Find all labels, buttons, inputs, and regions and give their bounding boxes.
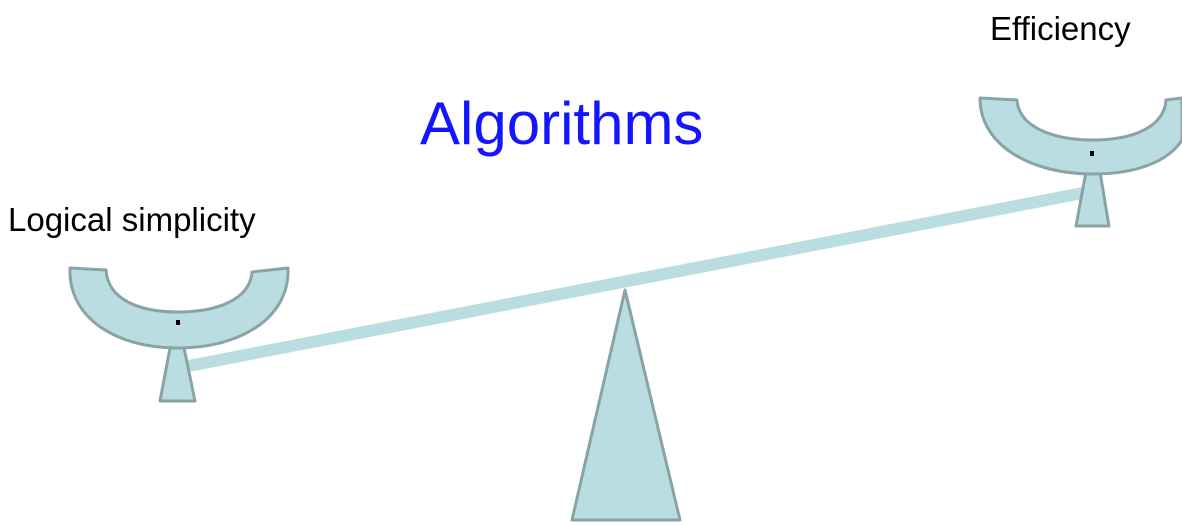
beam [176,186,1090,374]
left-pan [68,266,290,350]
right-pan [978,96,1182,176]
left-pan-stem [158,346,197,403]
fulcrum [570,288,682,522]
diagram-title: Algorithms [420,90,704,157]
right-pan-label: Efficiency [990,10,1131,47]
right-pan-stem [1074,170,1111,228]
right-pan-dot [1090,151,1094,156]
left-pan-label: Logical simplicity [8,201,256,238]
left-pan-dot [176,320,180,325]
